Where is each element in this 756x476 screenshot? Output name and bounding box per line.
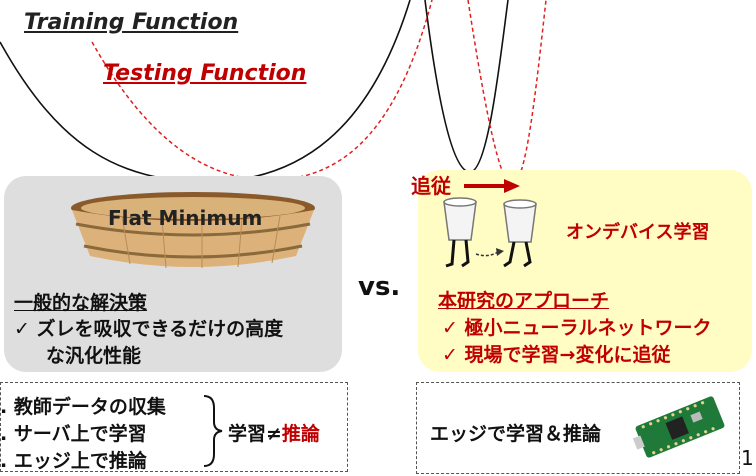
walking-cups-icon [443, 197, 537, 268]
training-function-label: Training Function [24, 10, 239, 35]
general-solution-item-cont: な汎化性能 [46, 345, 142, 367]
ineq-right-text: 推論 [281, 423, 320, 445]
general-solution-item: ✓ ズレを吸収できるだけの高度 [14, 318, 284, 340]
follow-label: 追従 [411, 174, 451, 198]
step-collect-data: . 教師データの収集 [0, 396, 166, 418]
vs-label: vs. [358, 272, 401, 302]
ineq-left-text: 学習≠ [228, 423, 282, 445]
general-solution-title: 一般的な解決策 [14, 292, 148, 314]
approach-item: ✓ 極小ニューラルネットワーク [442, 317, 712, 339]
testing-curve-wide [91, 0, 433, 181]
follow-arrow-icon [464, 179, 520, 193]
wooden-tub-icon [71, 192, 315, 269]
edge-flow-box [416, 382, 740, 474]
brace-icon [203, 395, 223, 467]
page-number: 1 [741, 446, 754, 470]
testing-function-label: Testing Function [103, 61, 307, 86]
ondevice-learning-label: オンデバイス学習 [566, 222, 710, 243]
edge-learning-inference-label: エッジで学習＆推論 [430, 423, 602, 445]
approach-item: ✓ 現場で学習→変化に追従 [442, 344, 671, 366]
step-edge-inference: . エッジ上で推論 [0, 450, 147, 472]
approach-title: 本研究のアプローチ [438, 290, 610, 312]
flat-minimum-label: Flat Minimum [108, 206, 263, 230]
step-server-training: . サーバ上で学習 [0, 423, 147, 445]
microcontroller-board-icon [632, 396, 725, 458]
training-not-inference: 学習≠推論 [228, 419, 320, 446]
testing-curve-sharp [467, 0, 547, 186]
conventional-flow-box [0, 382, 348, 472]
